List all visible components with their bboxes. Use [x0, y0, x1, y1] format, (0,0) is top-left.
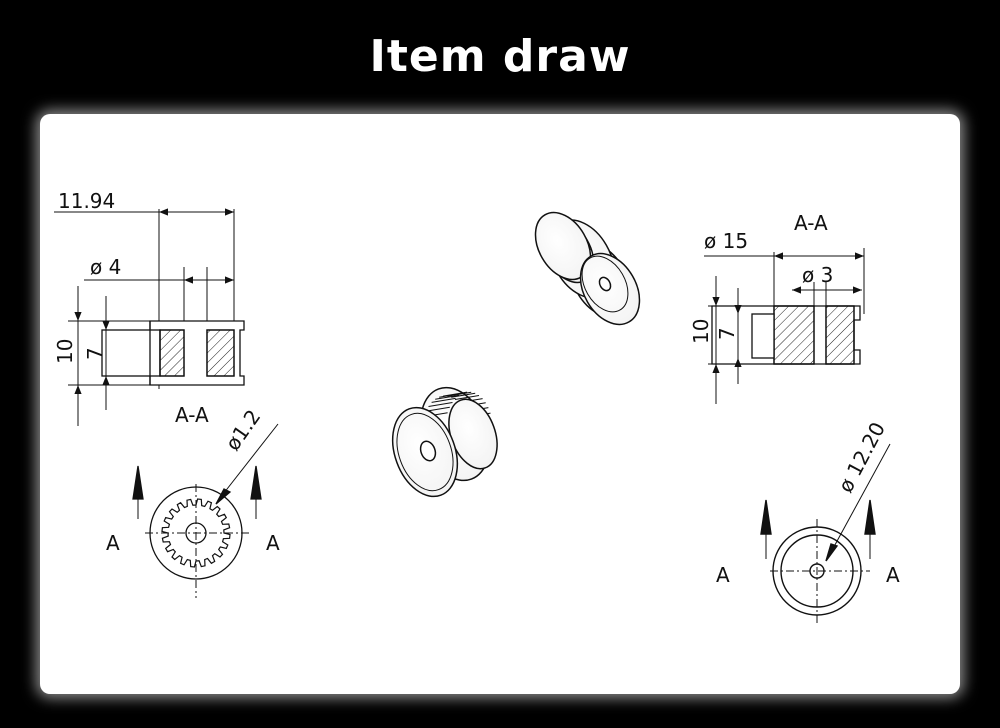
left-section-label: A-A: [175, 403, 209, 427]
pulley-tooth-line: [454, 395, 480, 400]
right-dim-height-outer: 10: [689, 319, 713, 344]
pulley-tooth-line: [451, 392, 476, 398]
pulley-render-toothed: [391, 386, 498, 498]
left-dim-bore: ø 4: [90, 255, 121, 279]
right-dim-height-inner: 7: [715, 327, 739, 340]
right-dim-diameter: ø 12.20: [833, 418, 890, 496]
left-section-view: [54, 208, 245, 426]
right-section-view: [704, 248, 865, 404]
header: Item draw: [0, 0, 1000, 110]
right-cut-label-right: A: [886, 563, 900, 587]
left-dim-tooth: ø1.2: [220, 405, 265, 455]
drawing-panel: 11.94 ø 4 10 7 A-A ø1.2 A A: [40, 114, 960, 694]
page-title: Item draw: [369, 30, 631, 82]
pulley-tooth-line: [428, 402, 453, 407]
left-dim-height-outer: 10: [53, 339, 77, 364]
right-section-label: A-A: [794, 211, 828, 235]
pulley-tooth-line: [435, 394, 460, 400]
pulley-tooth-line: [443, 391, 468, 397]
left-dim-length: 11.94: [58, 189, 115, 213]
pulley-tooth-line: [431, 397, 456, 403]
pulley-tooth-line: [447, 391, 472, 397]
left-cut-label-left: A: [106, 531, 120, 555]
left-dim-height-inner: 7: [83, 347, 107, 360]
technical-drawing: 11.94 ø 4 10 7 A-A ø1.2 A A: [53, 189, 900, 626]
left-front-view: [132, 423, 279, 598]
right-dim-outer: ø 15: [704, 229, 748, 253]
left-cut-label-right: A: [266, 531, 280, 555]
right-cut-label-left: A: [716, 563, 730, 587]
right-front-view: [760, 443, 891, 626]
right-dim-bore: ø 3: [802, 263, 833, 287]
pulley-render-plain: [534, 211, 641, 326]
